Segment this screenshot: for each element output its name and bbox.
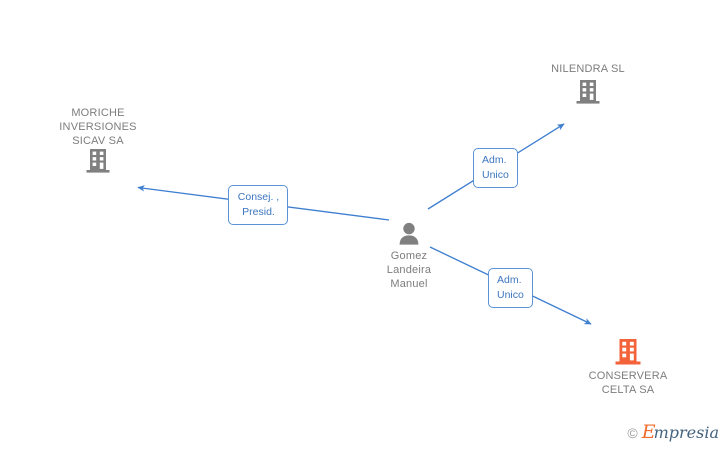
- person-node-gomez-landeira-manuel[interactable]: Gomez Landeira Manuel: [339, 222, 479, 291]
- company-building-icon[interactable]: [518, 79, 658, 105]
- entity-label-nilendra: NILENDRA SL: [551, 63, 625, 75]
- person-label-gomez-landeira-manuel: Gomez Landeira Manuel: [386, 250, 432, 290]
- edge-label-adm-unico-nilendra[interactable]: Adm. Unico: [473, 148, 518, 188]
- edge-label-consej-presid[interactable]: Consej. , Presid.: [228, 185, 288, 225]
- edge-label-adm-unico-conservera[interactable]: Adm. Unico: [488, 268, 533, 308]
- entity-node-moriche[interactable]: MORICHE INVERSIONES SICAV SA: [28, 106, 168, 174]
- person-icon[interactable]: [339, 222, 479, 247]
- watermark-brand-name: mpresia: [653, 423, 719, 442]
- entity-node-nilendra[interactable]: NILENDRA SL: [518, 62, 658, 105]
- copyright-icon: ©: [627, 424, 638, 441]
- entity-node-conservera[interactable]: CONSERVERA CELTA SA: [558, 338, 698, 397]
- empresia-watermark: © E mpresia: [627, 423, 719, 442]
- entity-label-moriche: MORICHE INVERSIONES SICAV SA: [59, 107, 137, 147]
- entity-label-conservera: CONSERVERA CELTA SA: [588, 370, 668, 396]
- company-building-icon[interactable]: [558, 338, 698, 366]
- watermark-brand-initial: E: [641, 421, 656, 443]
- company-building-icon[interactable]: [28, 148, 168, 174]
